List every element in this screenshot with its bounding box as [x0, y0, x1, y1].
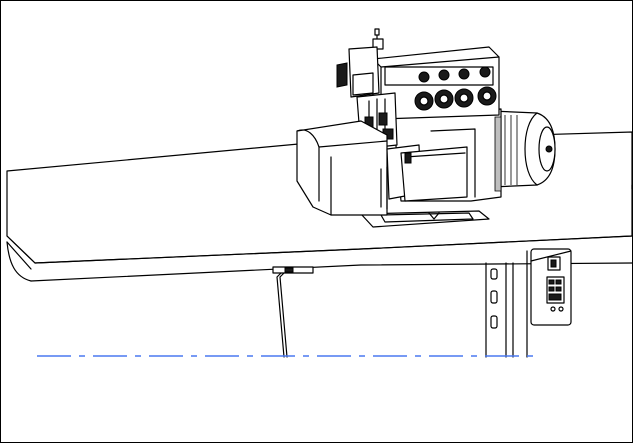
- overlock-machine-icon: [296, 28, 556, 228]
- table-leg: [485, 250, 528, 358]
- control-box-icon: [530, 248, 572, 326]
- knee-lifter-rod-icon: [272, 266, 314, 358]
